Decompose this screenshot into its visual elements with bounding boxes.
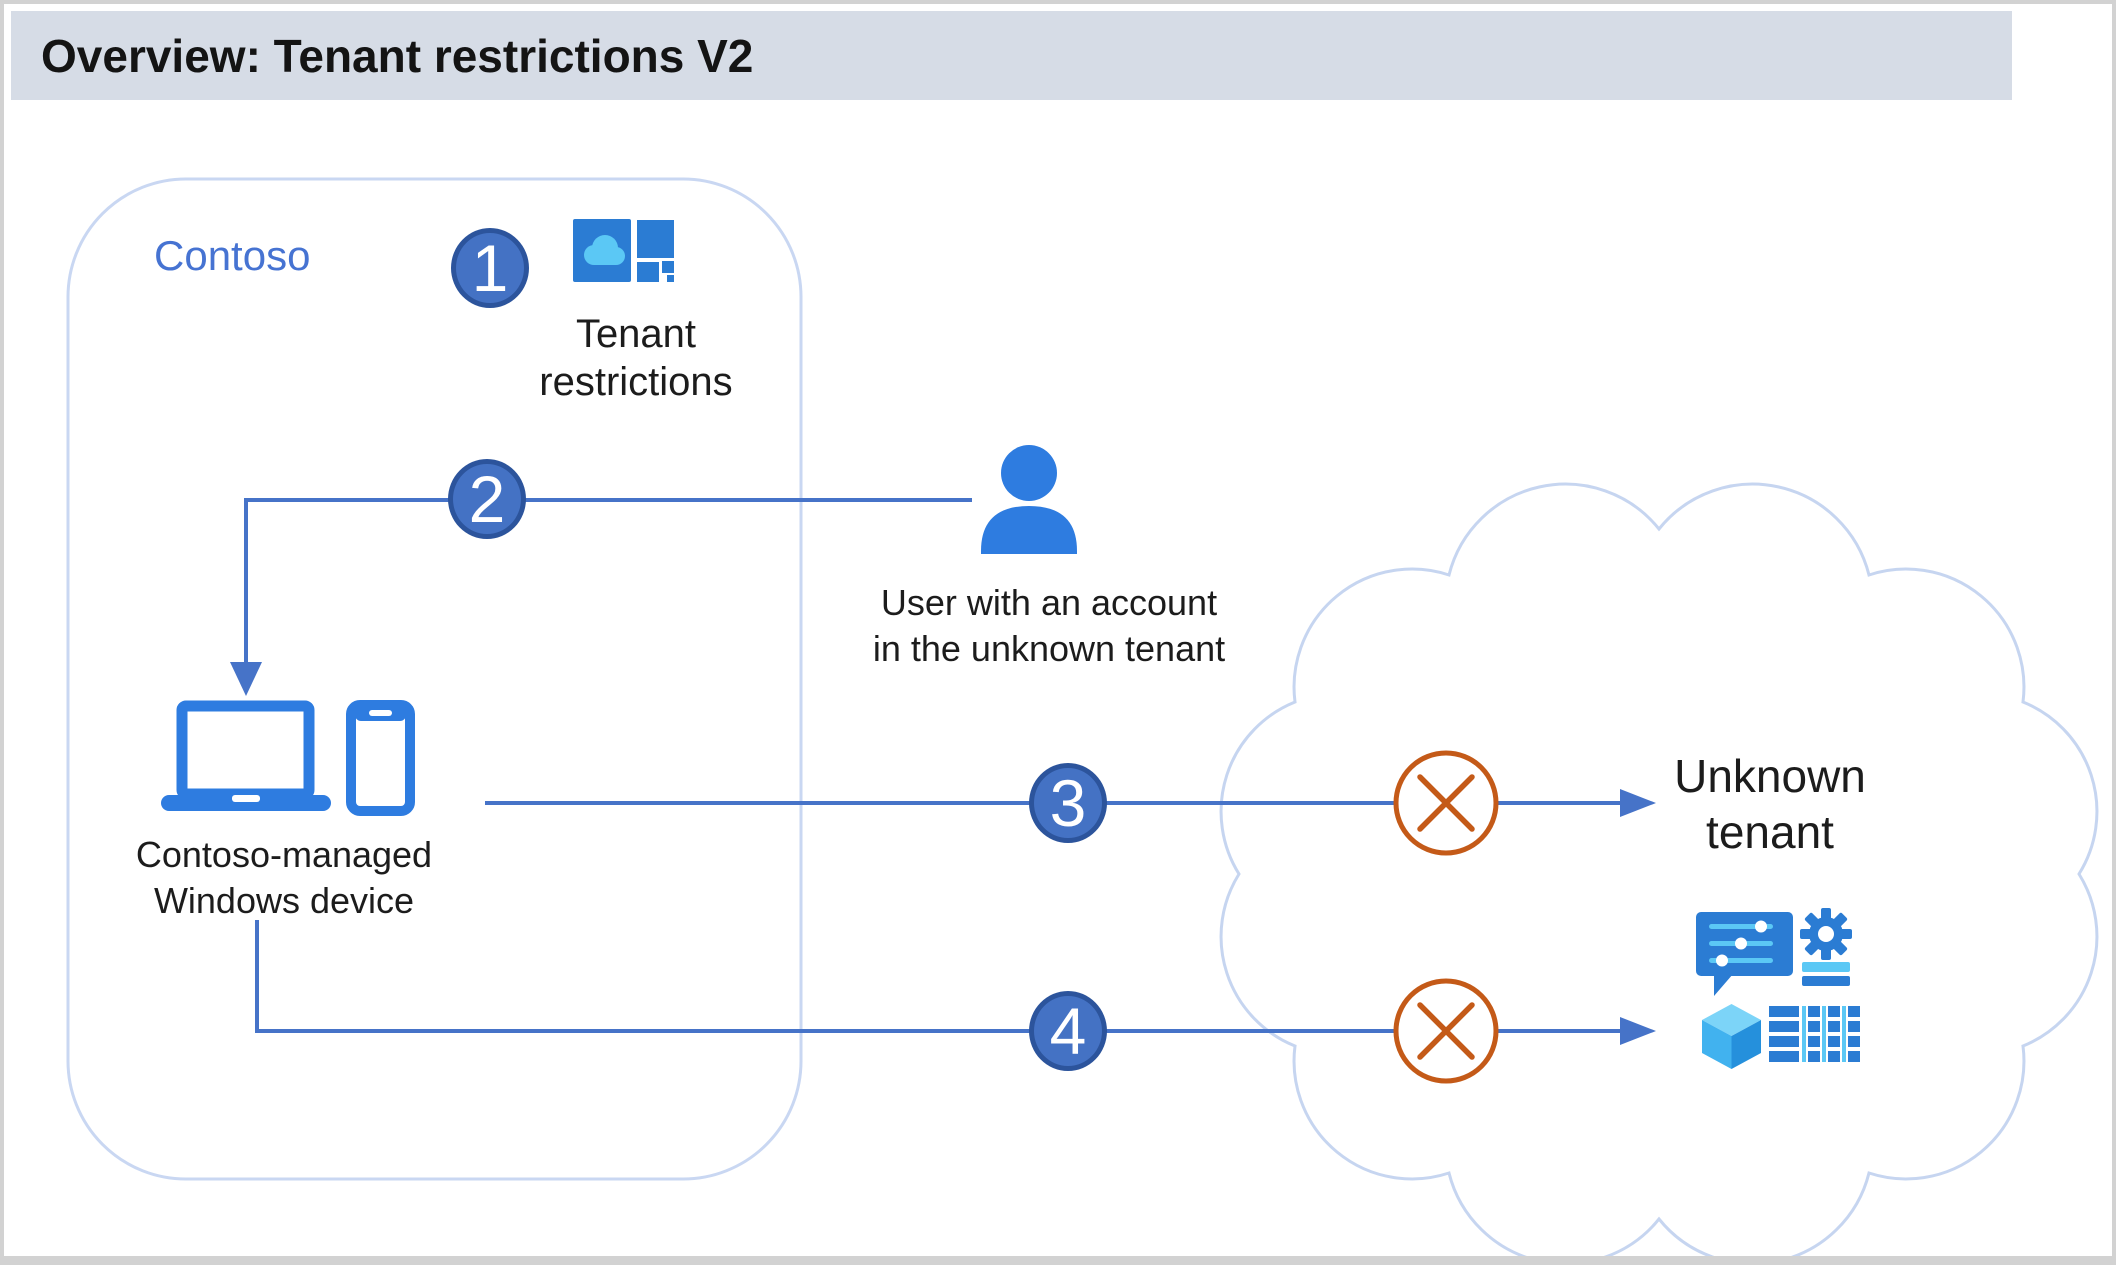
person-icon bbox=[981, 445, 1077, 554]
list-bars-icon bbox=[1802, 962, 1850, 986]
deny-icon bbox=[1393, 978, 1499, 1084]
diagram-layer bbox=[66, 177, 2099, 1256]
connector-step2 bbox=[244, 498, 972, 664]
laptop-icon bbox=[161, 700, 331, 811]
cube-icon bbox=[1702, 1004, 1761, 1069]
arrow-right-icon bbox=[1620, 789, 1656, 817]
contoso-zone-label: Contoso bbox=[154, 232, 311, 279]
connector-step4 bbox=[255, 920, 1620, 1033]
step-badge-3: 3 bbox=[1029, 763, 1107, 843]
arrow-right-icon bbox=[1620, 1017, 1656, 1045]
tenant-restrictions-label: Tenant restrictions bbox=[539, 312, 733, 404]
chat-settings-icon bbox=[1696, 912, 1793, 996]
tenant-restrictions-icon bbox=[573, 219, 674, 282]
title-bar: Overview: Tenant restrictions V2 bbox=[11, 11, 2012, 100]
arrow-down-icon bbox=[230, 662, 262, 696]
page-title: Overview: Tenant restrictions V2 bbox=[41, 29, 754, 82]
phone-icon bbox=[346, 700, 415, 816]
step-badge-2: 2 bbox=[448, 459, 526, 539]
cloud-glyph bbox=[584, 235, 625, 265]
device-icons bbox=[161, 700, 415, 816]
user-label: User with an account in the unknown tena… bbox=[872, 582, 1226, 669]
unknown-tenant-cloud bbox=[1219, 482, 2099, 1256]
contoso-boundary-box bbox=[66, 177, 803, 1181]
deny-icon bbox=[1393, 750, 1499, 856]
unknown-tenant-apps bbox=[1696, 908, 1860, 1069]
device-label: Contoso-managed Windows device bbox=[135, 834, 433, 921]
table-icon bbox=[1769, 1006, 1860, 1062]
gear-icon bbox=[1800, 908, 1852, 960]
step-badge-1: 1 bbox=[451, 228, 529, 308]
step-badge-4: 4 bbox=[1029, 991, 1107, 1071]
unknown-tenant-label: Unknown tenant bbox=[1674, 750, 1866, 858]
